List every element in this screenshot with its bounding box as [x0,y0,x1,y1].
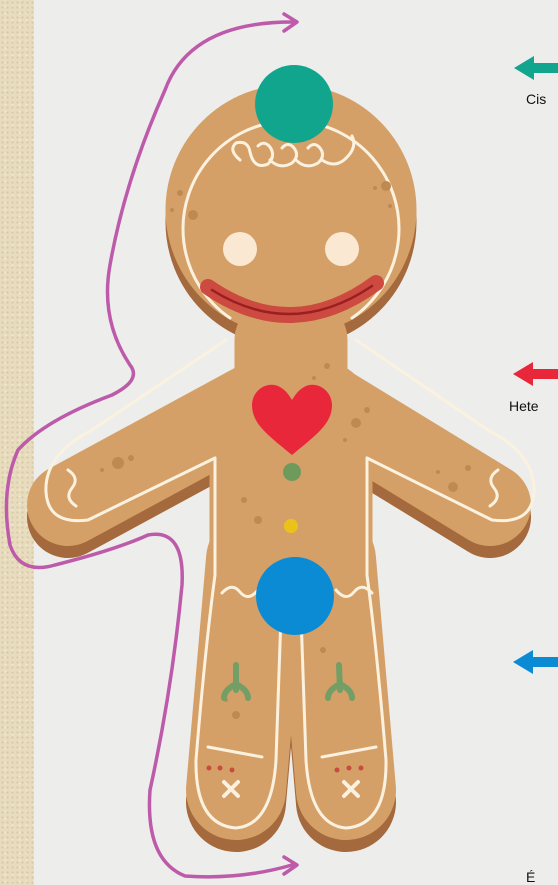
identity-arrow [514,56,558,80]
attraction-label: Hete [509,398,539,414]
mind-dot [255,65,333,143]
button-dot-yellow [284,519,298,533]
button-dot-green [283,463,301,481]
identity-label: Cis [526,91,546,107]
sex-dot [256,557,334,635]
bottom-label: É [526,869,535,885]
attraction-arrow [513,362,558,386]
sex-arrow [513,650,558,674]
